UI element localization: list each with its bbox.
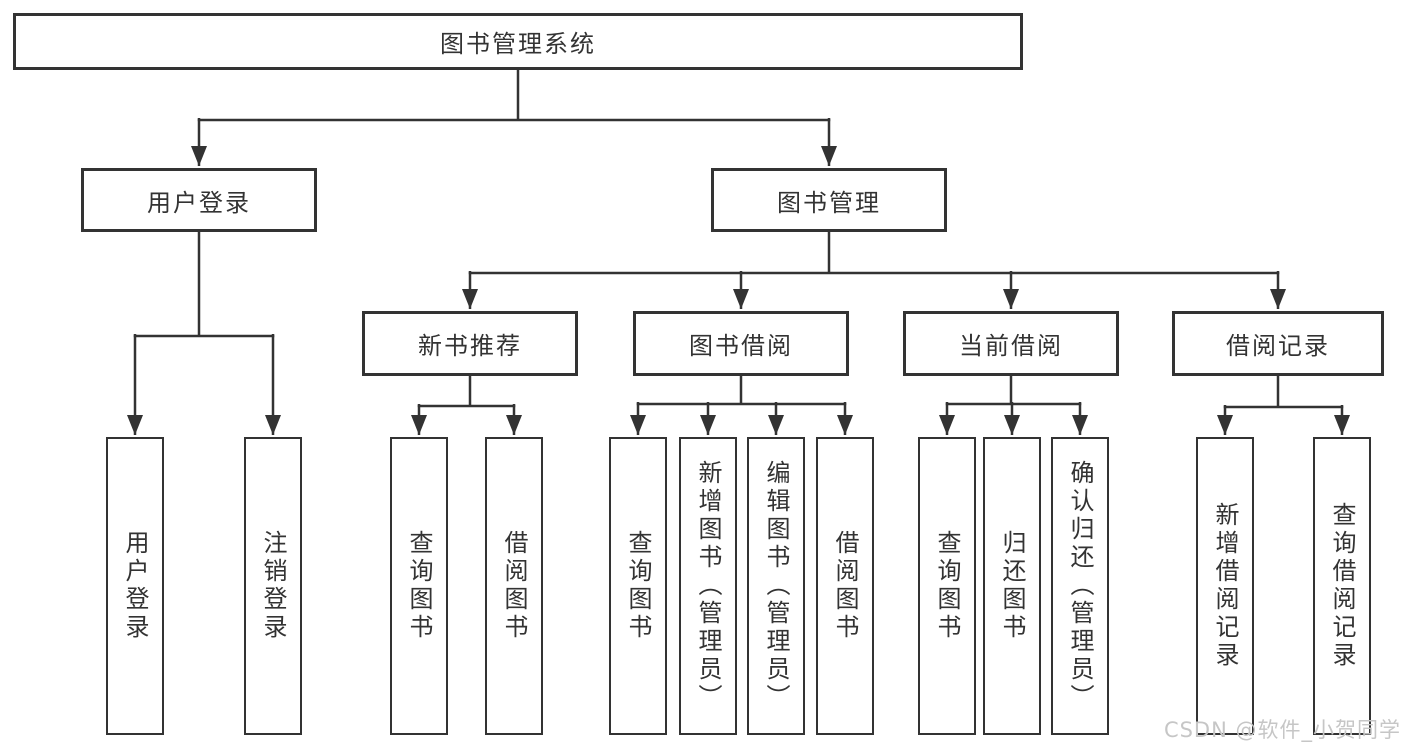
- leaf-add-borrow-record: 新增借阅记录: [1196, 437, 1254, 735]
- leaf-add-book-admin: 新增图书（管理员）: [679, 437, 737, 735]
- leaf-query-books-recommend: 查询图书: [390, 437, 448, 735]
- leaf-query-books-current: 查询图书: [918, 437, 976, 735]
- leaf-borrow-books-recommend: 借阅图书: [485, 437, 543, 735]
- node-book-management: 图书管理: [711, 168, 947, 232]
- leaf-user-login: 用户登录: [106, 437, 164, 735]
- leaf-borrow-books: 借阅图书: [816, 437, 874, 735]
- node-new-book-recommend: 新书推荐: [362, 311, 578, 376]
- root-node-library-system: 图书管理系统: [13, 13, 1023, 70]
- leaf-return-book: 归还图书: [983, 437, 1041, 735]
- node-borrow-records: 借阅记录: [1172, 311, 1384, 376]
- node-book-borrow: 图书借阅: [633, 311, 849, 376]
- csdn-watermark: CSDN @软件_小贺同学: [1163, 718, 1401, 742]
- leaf-query-borrow-record: 查询借阅记录: [1313, 437, 1371, 735]
- leaf-query-books-borrow: 查询图书: [609, 437, 667, 735]
- node-current-borrow: 当前借阅: [903, 311, 1119, 376]
- leaf-confirm-return-admin: 确认归还（管理员）: [1051, 437, 1109, 735]
- leaf-logout: 注销登录: [244, 437, 302, 735]
- node-user-login: 用户登录: [81, 168, 317, 232]
- leaf-edit-book-admin: 编辑图书（管理员）: [747, 437, 805, 735]
